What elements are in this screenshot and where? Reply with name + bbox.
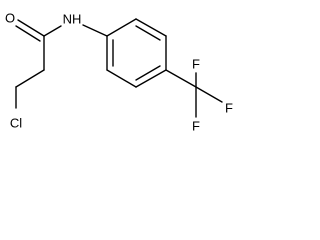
- ring-bond-4: [135, 69, 167, 88]
- ring-cf3-bond: [165, 69, 197, 88]
- chemical-structure-diagram: O NH Cl F F F: [5, 11, 233, 134]
- carbonyl-double-bond-1: [17, 19, 45, 37]
- bonds: [15, 18, 223, 118]
- fluorine-label-top: F: [192, 57, 200, 72]
- oxygen-label: O: [5, 11, 15, 26]
- fluorine-label-bottom: F: [192, 119, 200, 134]
- ring-bond-1: [106, 18, 137, 37]
- carbonyl-double-bond-2: [15, 25, 41, 42]
- chlorine-label: Cl: [10, 116, 22, 131]
- ring-inner-bond-2: [135, 65, 161, 81]
- ring-inner-bond-1: [135, 25, 161, 41]
- n-ring-bond: [82, 24, 108, 37]
- ring-bond-2: [135, 18, 167, 37]
- ring-bond-5: [106, 69, 137, 88]
- amide-c-n-bond: [43, 25, 62, 37]
- fluorine-label-right: F: [225, 101, 233, 116]
- nitrogen-hydrogen-label: NH: [63, 12, 82, 27]
- c-f-bond-right: [195, 86, 223, 103]
- chain-bond-2: [15, 69, 45, 88]
- atom-labels: O NH Cl F F F: [5, 11, 233, 134]
